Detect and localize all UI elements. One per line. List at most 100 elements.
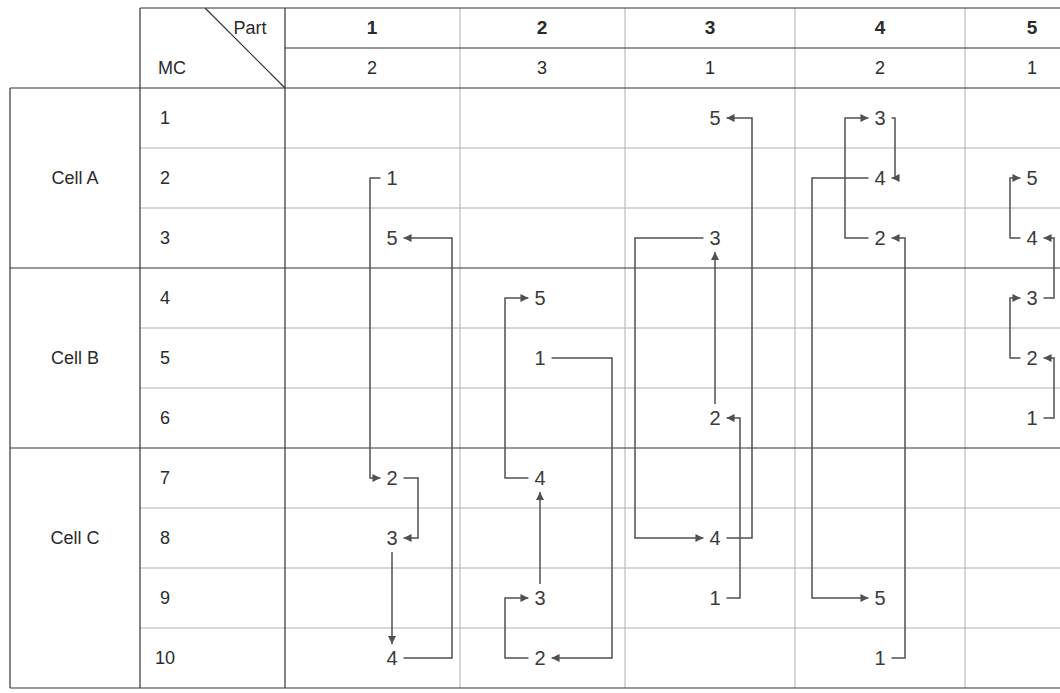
routing-arrow xyxy=(552,358,612,658)
operation-number: 2 xyxy=(874,227,885,249)
routing-arrow xyxy=(892,118,895,178)
table-label: 2 xyxy=(367,57,377,79)
operation-cell: 5 xyxy=(870,586,889,610)
table-label: 2 xyxy=(160,167,170,189)
routing-arrow xyxy=(1010,178,1020,238)
main-lines xyxy=(10,8,1060,688)
border-line xyxy=(10,687,1060,688)
table-label: 5 xyxy=(160,347,170,369)
operation-cell: 3 xyxy=(382,526,401,550)
operation-number: 5 xyxy=(709,107,720,129)
border-line xyxy=(10,87,1060,88)
operation-number: 4 xyxy=(874,167,885,189)
routing-arrow xyxy=(505,298,528,478)
routing-arrow xyxy=(892,238,905,658)
table-label: MC xyxy=(158,57,186,79)
table-label: 2 xyxy=(537,17,548,39)
operation-cell: 1 xyxy=(1022,406,1041,430)
operation-cell: 4 xyxy=(870,166,889,190)
operation-number: 3 xyxy=(1026,287,1037,309)
routing-arrow xyxy=(404,238,452,658)
operation-number: 4 xyxy=(386,647,397,669)
operation-number: 1 xyxy=(386,167,397,189)
column-line xyxy=(625,8,626,688)
row-line xyxy=(140,148,1060,149)
operation-number: 2 xyxy=(386,467,397,489)
routing-arrow xyxy=(505,598,528,658)
operation-number: 1 xyxy=(874,647,885,669)
operation-cell: 4 xyxy=(705,526,724,550)
operation-cell: 2 xyxy=(870,226,889,250)
operation-cell: 5 xyxy=(1022,166,1041,190)
table-label: Cell A xyxy=(51,167,98,189)
routing-arrow xyxy=(370,178,380,478)
table-label: 1 xyxy=(160,107,170,129)
operation-number: 1 xyxy=(709,587,720,609)
operation-cell: 1 xyxy=(705,586,724,610)
operation-number: 2 xyxy=(534,647,545,669)
table-label: 3 xyxy=(160,227,170,249)
border-line xyxy=(9,88,10,688)
operation-cell: 3 xyxy=(1022,286,1041,310)
column-line xyxy=(965,8,966,688)
table-label: 5 xyxy=(1027,17,1038,39)
routing-arrow xyxy=(391,552,393,644)
operation-number: 3 xyxy=(874,107,885,129)
table-label: Cell B xyxy=(51,347,99,369)
routing-arrow xyxy=(727,418,740,598)
routing-arrow xyxy=(727,118,752,538)
operation-number: 5 xyxy=(386,227,397,249)
operation-number: 1 xyxy=(534,347,545,369)
operation-cell: 5 xyxy=(530,286,549,310)
routing-arrow xyxy=(635,238,703,538)
operation-cell: 2 xyxy=(382,466,401,490)
row-lines xyxy=(140,8,1060,688)
table-label: 4 xyxy=(875,17,886,39)
operation-number: 4 xyxy=(1026,227,1037,249)
border-line xyxy=(284,8,285,688)
routing-arrow xyxy=(1044,238,1054,298)
operation-number: 5 xyxy=(874,587,885,609)
operation-number: 1 xyxy=(1026,407,1037,429)
table-label: 1 xyxy=(705,57,715,79)
operation-cell: 4 xyxy=(382,646,401,670)
operation-number: 2 xyxy=(1026,347,1037,369)
operation-cell: 3 xyxy=(530,586,549,610)
operation-cell: 4 xyxy=(1022,226,1041,250)
table-label: 3 xyxy=(705,17,716,39)
border-line xyxy=(139,8,140,688)
operation-cell: 5 xyxy=(382,226,401,250)
operation-number: 3 xyxy=(534,587,545,609)
cell-divider xyxy=(10,267,1060,268)
operation-cell: 5 xyxy=(705,106,724,130)
routing-arrow xyxy=(1044,358,1054,418)
diagonal-line xyxy=(205,8,285,88)
table-label: 7 xyxy=(160,467,170,489)
cell-divider xyxy=(10,447,1060,448)
operation-number: 4 xyxy=(534,467,545,489)
operation-cell: 1 xyxy=(870,646,889,670)
routing-arrow xyxy=(539,492,541,584)
operation-number: 5 xyxy=(534,287,545,309)
table-label: 1 xyxy=(367,17,378,39)
border-line xyxy=(140,7,1060,8)
column-line xyxy=(795,8,796,688)
table-label: 8 xyxy=(160,527,170,549)
operation-number: 3 xyxy=(386,527,397,549)
operation-number: 5 xyxy=(1026,167,1037,189)
operation-cell: 2 xyxy=(530,646,549,670)
border-line xyxy=(285,47,1060,48)
routing-arrow xyxy=(812,178,868,598)
row-line xyxy=(140,568,1060,569)
operation-cell: 2 xyxy=(1022,346,1041,370)
row-line xyxy=(140,628,1060,629)
table-label: 6 xyxy=(160,407,170,429)
operation-cell: 4 xyxy=(530,466,549,490)
operation-cell: 3 xyxy=(870,106,889,130)
table-label: 2 xyxy=(875,57,885,79)
table-label: 1 xyxy=(1027,57,1037,79)
operation-cell: 3 xyxy=(705,226,724,250)
